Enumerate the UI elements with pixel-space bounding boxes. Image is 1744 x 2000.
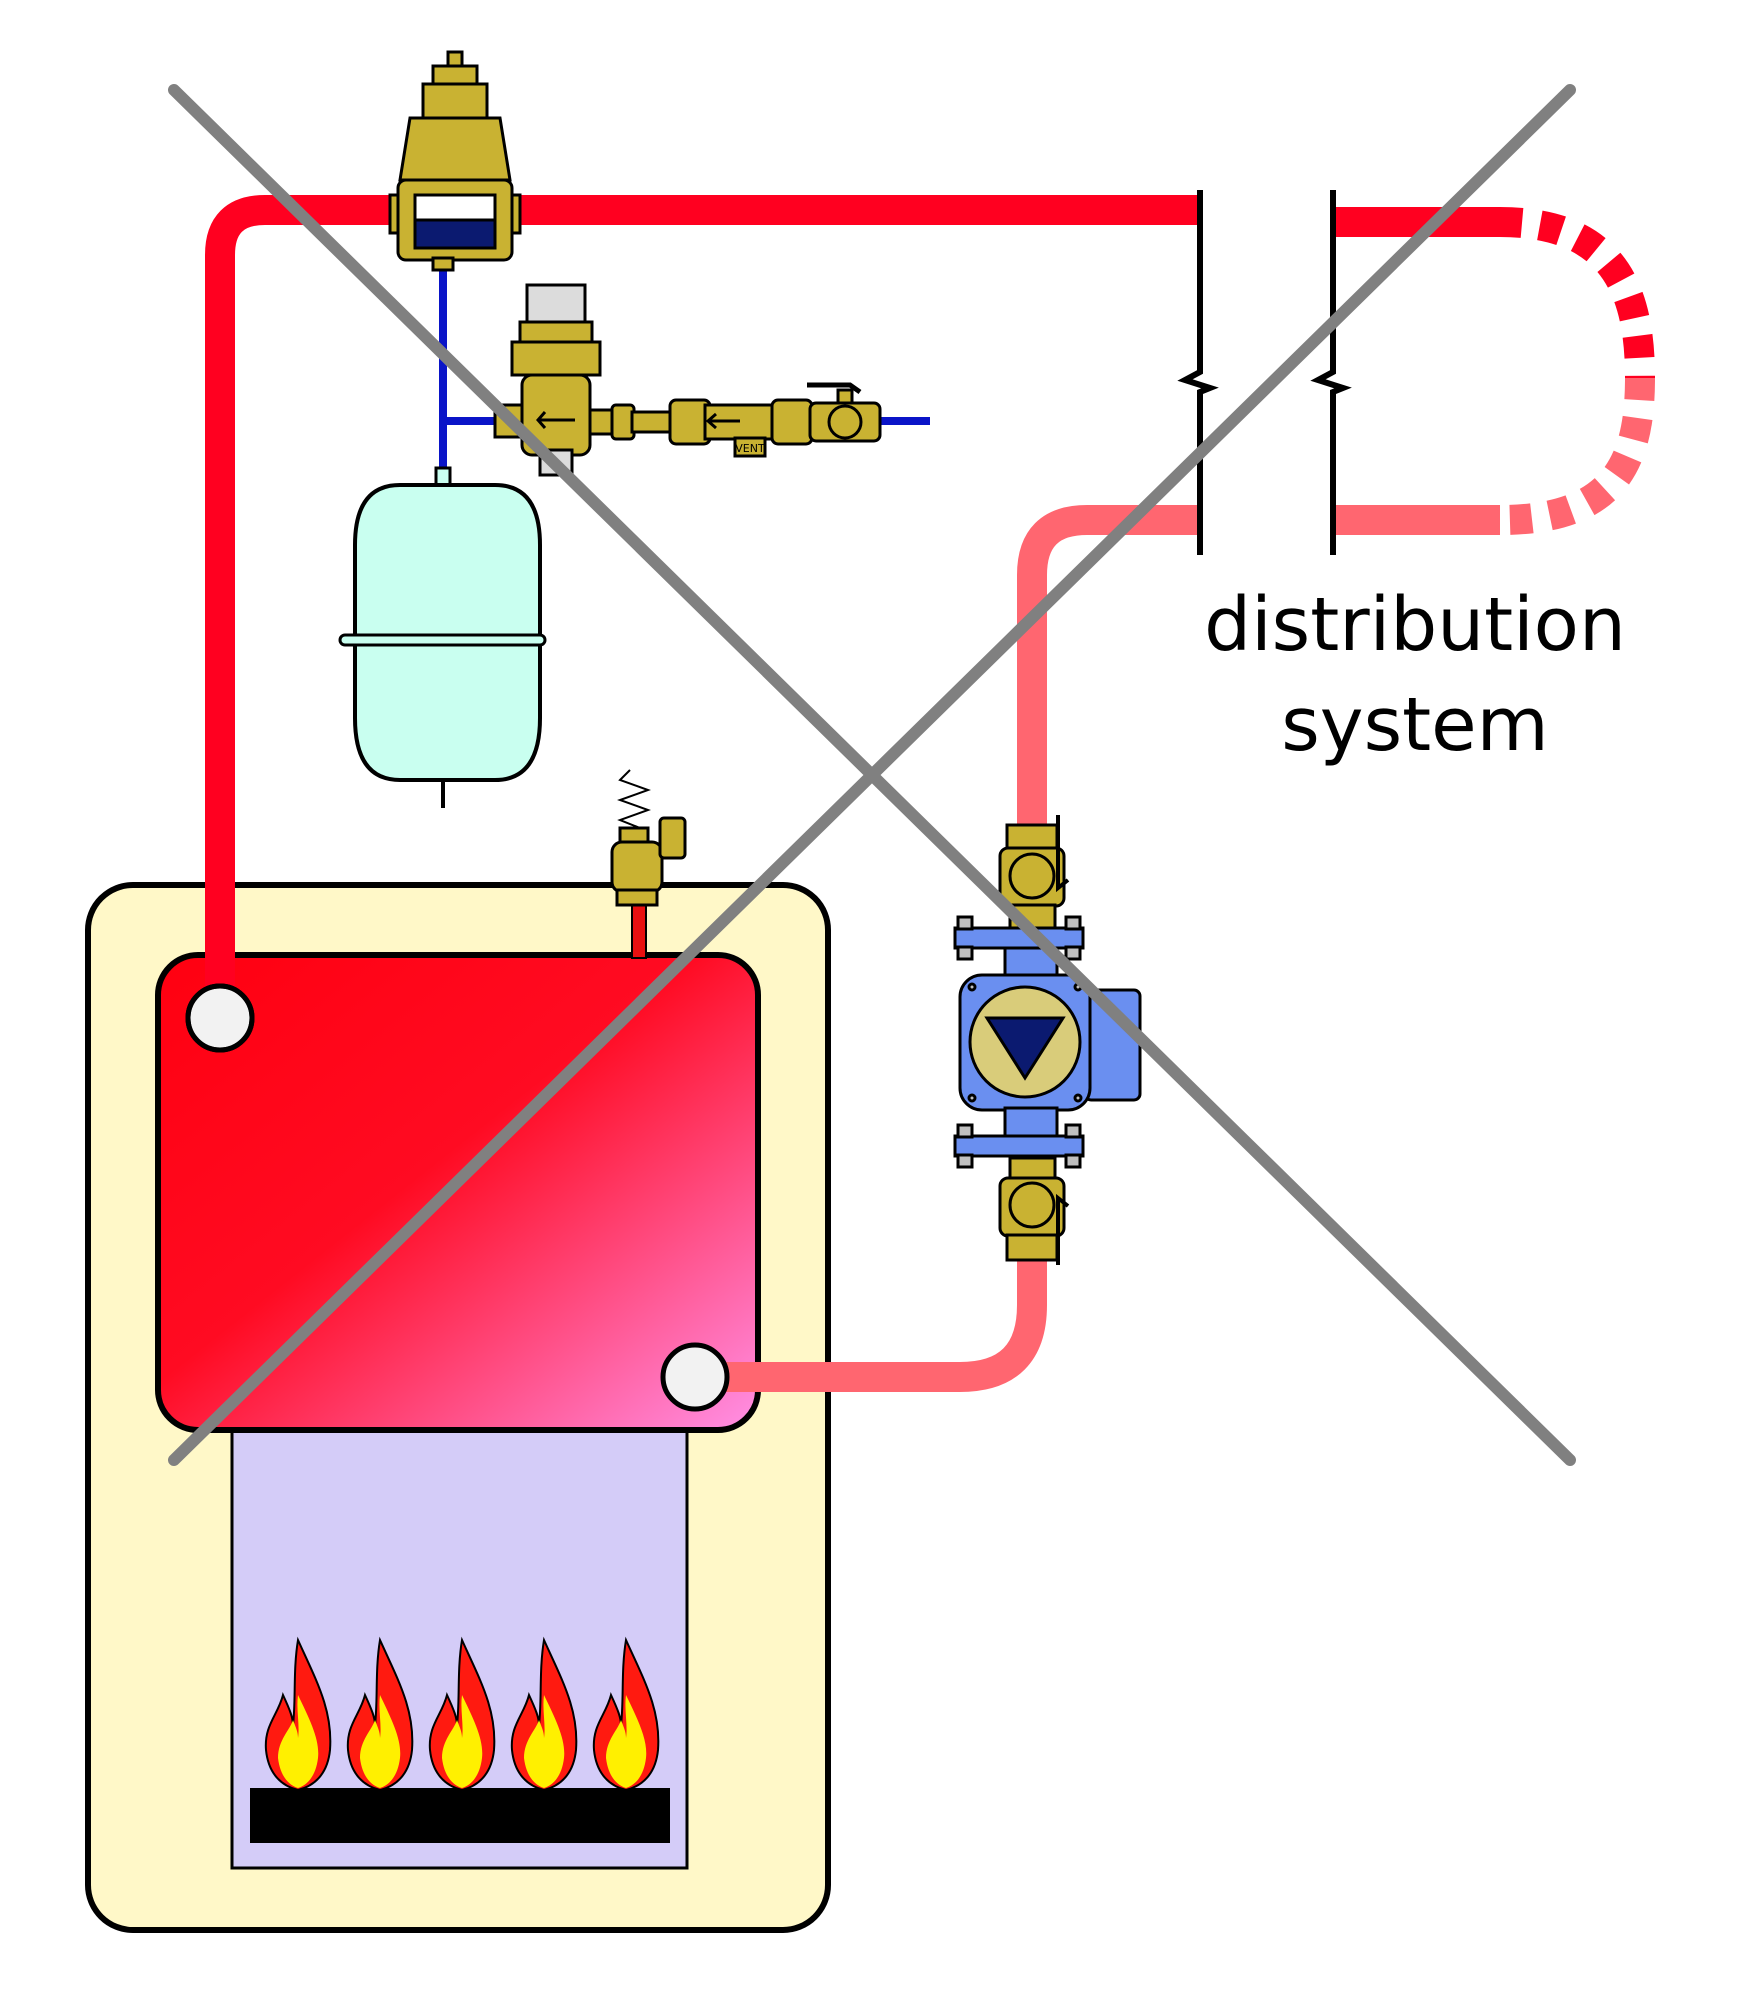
return-pipe <box>698 505 1200 1392</box>
supply-pipe-dashed <box>1499 207 1655 379</box>
flame-icon <box>510 1636 578 1792</box>
distribution-label-line2: system <box>1281 682 1549 768</box>
circulator-pump-icon <box>953 815 1142 1265</box>
burner-flames <box>264 1636 660 1792</box>
flame-icon <box>428 1636 496 1792</box>
air-separator-icon <box>388 50 522 272</box>
flame-icon <box>346 1636 414 1792</box>
cold-water-line <box>439 260 930 478</box>
relief-valve-icon <box>610 769 687 907</box>
flame-icon <box>592 1636 660 1792</box>
cross-out-mark <box>168 84 1576 1466</box>
expansion-tank-icon <box>338 466 547 808</box>
ball-valve-icon <box>807 382 882 443</box>
heat-exchanger <box>155 952 761 1433</box>
backflow-preventer-icon: VENT <box>588 398 842 458</box>
distribution-break-marks <box>1177 190 1352 555</box>
distribution-label-line1: distribution <box>1204 582 1626 668</box>
flame-icon <box>264 1636 332 1792</box>
return-pipe-dashed <box>1499 377 1655 535</box>
vent-tag: VENT <box>735 442 765 455</box>
supply-pipe <box>205 195 1200 1015</box>
burner-bar <box>250 1788 670 1843</box>
pressure-reducing-valve-icon <box>493 283 602 477</box>
